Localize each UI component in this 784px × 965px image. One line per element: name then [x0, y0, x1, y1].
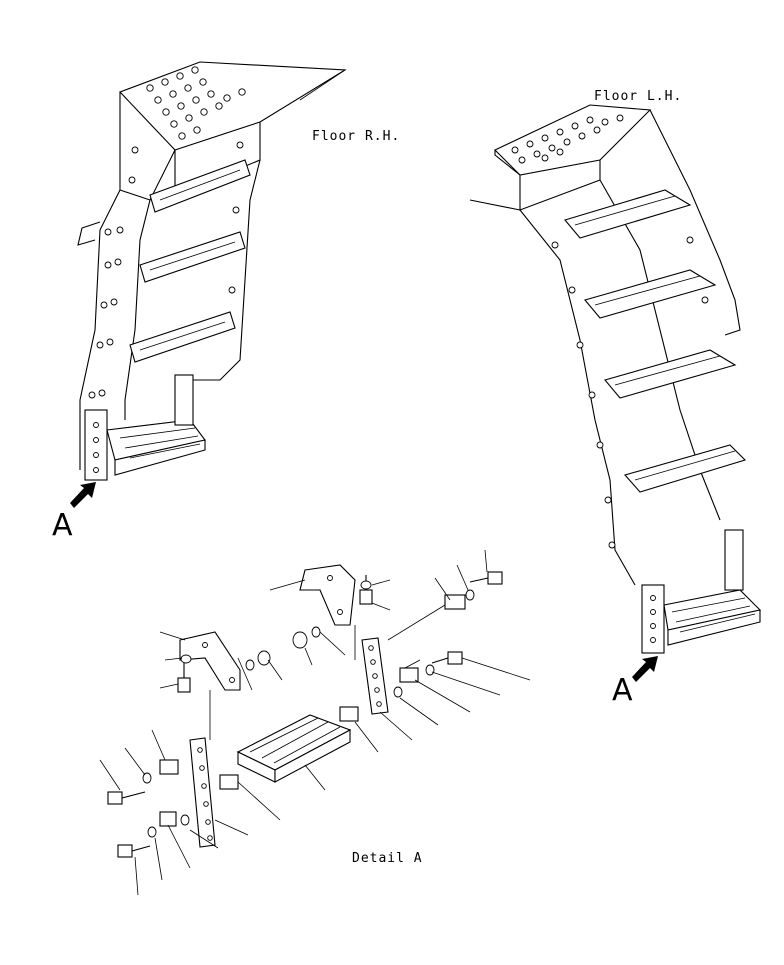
view-marker-left: A	[52, 508, 73, 543]
bottom-step-lh	[641, 529, 762, 654]
spacer-plate-6	[444, 594, 466, 610]
view-marker-right: A	[612, 673, 633, 708]
right-side-plate	[361, 637, 389, 715]
floor-rh-label: Floor R.H.	[312, 129, 400, 144]
spacer-plate-1	[159, 759, 179, 775]
left-side-plate	[189, 737, 216, 848]
bolts	[107, 571, 503, 858]
detail-a-exploded-view: Detail A	[99, 549, 531, 896]
view-arrow-left-icon	[70, 482, 96, 508]
bottom-step-rh	[84, 374, 206, 481]
floor-lh-label: Floor L.H.	[594, 89, 682, 104]
upper-bracket	[299, 564, 356, 626]
treads-rh	[129, 159, 251, 363]
assembly-guide-lines	[209, 604, 446, 740]
floor-lh-ladder-assembly: A Floor L.H.	[469, 89, 762, 708]
step-tread	[236, 714, 352, 783]
spacer-plate-2	[219, 774, 239, 790]
detail-a-label: Detail A	[352, 851, 423, 866]
floor-rh-ladder-assembly: A Floor R.H.	[52, 61, 400, 543]
view-arrow-right-icon	[632, 656, 658, 682]
platform-holes-rh	[146, 66, 246, 140]
spacer-plate-4	[159, 811, 177, 827]
rail-bolts-lh	[551, 236, 709, 549]
platform-holes-lh	[511, 114, 624, 164]
spacer-plate-3	[339, 706, 359, 722]
leader-lines	[99, 549, 531, 896]
spacer-plate-5	[399, 667, 419, 683]
washers-and-nuts	[142, 580, 475, 838]
treads-lh	[564, 189, 747, 493]
rail-bolts-rh	[88, 141, 244, 399]
